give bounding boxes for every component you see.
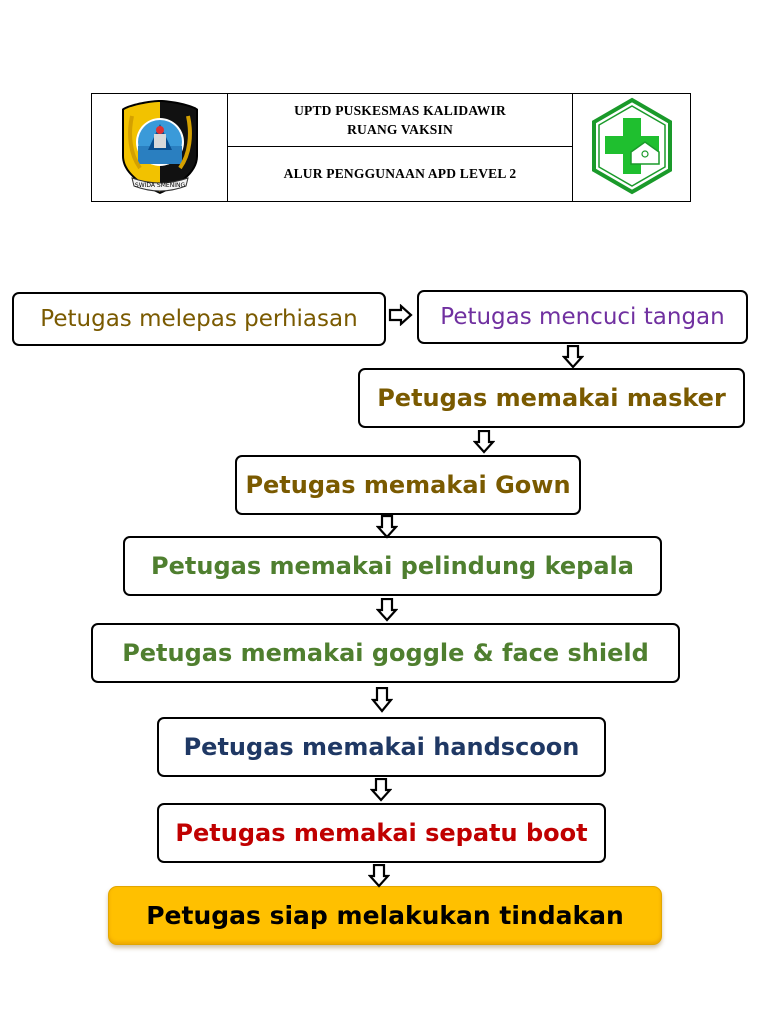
arrow-down-icon [473,430,495,454]
step-wear-gown: Petugas memakai Gown [235,455,581,515]
regency-crest-logo-icon: SWIDA SMENING [122,100,198,194]
header-subtitle: ALUR PENGGUNAAN APD LEVEL 2 [283,166,517,181]
arrow-down-icon [376,515,398,539]
header-title-line1: UPTD PUSKESMAS KALIDAWIR [294,103,506,118]
header-middle-cell: UPTD PUSKESMAS KALIDAWIR RUANG VAKSIN AL… [228,94,572,201]
header-title-block: UPTD PUSKESMAS KALIDAWIR RUANG VAKSIN [228,94,572,147]
step-label: Petugas memakai Gown [245,471,571,499]
step-label: Petugas siap melakukan tindakan [146,901,624,930]
step-label: Petugas memakai pelindung kepala [151,552,634,580]
step-label: Petugas melepas perhiasan [40,306,358,332]
header-left-cell: SWIDA SMENING [92,94,228,201]
step-wear-goggle-face-shield: Petugas memakai goggle & face shield [91,623,680,683]
step-wash-hands: Petugas mencuci tangan [417,290,748,344]
step-label: Petugas mencuci tangan [440,304,725,330]
step-wear-head-cover: Petugas memakai pelindung kepala [123,536,662,596]
step-wear-handscoon: Petugas memakai handscoon [157,717,606,777]
step-wear-mask: Petugas memakai masker [358,368,745,428]
arrow-down-icon [368,864,390,888]
header-right-cell [572,94,690,201]
header-table: SWIDA SMENING UPTD PUSKESMAS KALIDAWIR R… [91,93,691,202]
arrow-down-icon [371,687,393,713]
step-ready-for-action: Petugas siap melakukan tindakan [108,886,662,945]
arrow-down-icon [562,345,584,369]
step-label: Petugas memakai handscoon [183,733,580,761]
arrow-right-icon [388,304,413,326]
arrow-down-icon [376,598,398,622]
header-subtitle-block: ALUR PENGGUNAAN APD LEVEL 2 [228,146,572,201]
green-cross-logo-icon [592,97,672,195]
step-wear-boots: Petugas memakai sepatu boot [157,803,606,863]
step-label: Petugas memakai sepatu boot [175,819,588,847]
svg-text:SWIDA SMENING: SWIDA SMENING [135,182,186,189]
step-label: Petugas memakai masker [377,384,726,412]
header-title-line2: RUANG VAKSIN [347,122,453,137]
step-remove-jewelry: Petugas melepas perhiasan [12,292,386,346]
step-label: Petugas memakai goggle & face shield [122,639,649,667]
arrow-down-icon [370,778,392,802]
